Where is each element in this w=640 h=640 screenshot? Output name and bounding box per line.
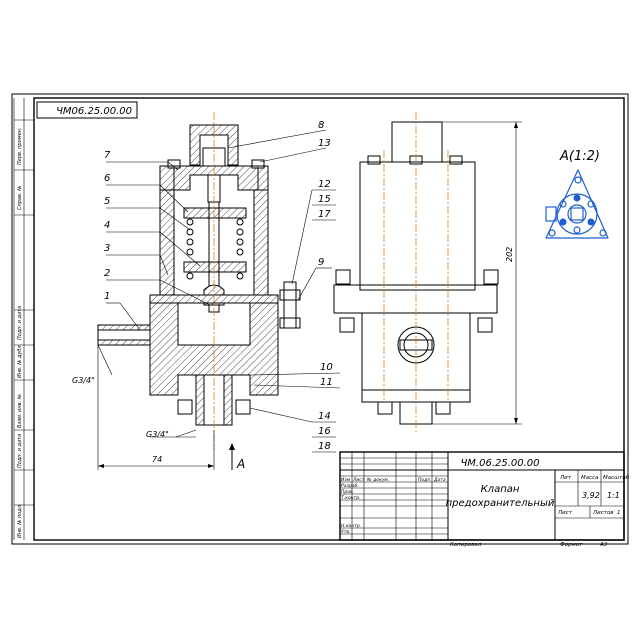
part-number: 11 bbox=[320, 377, 333, 388]
side-label: Справ. № bbox=[17, 186, 23, 210]
row-label: Подп. bbox=[418, 477, 432, 483]
row-label: Пров. bbox=[341, 489, 354, 495]
part-number: 16 bbox=[318, 426, 331, 437]
row-label: Лист bbox=[352, 477, 365, 483]
part-number: 10 bbox=[320, 362, 333, 373]
rotated-designation-stamp: ЧМ06.25.00.00 bbox=[36, 101, 138, 119]
designation: ЧМ.06.25.00.00 bbox=[460, 458, 539, 469]
row-label: Изм bbox=[341, 477, 351, 483]
side-label: Подп. и дата bbox=[17, 306, 23, 340]
view-arrow-label: A bbox=[236, 457, 245, 471]
front-view: 202 bbox=[333, 112, 522, 432]
view-a-label: A(1:2) bbox=[559, 149, 600, 164]
part-number: 18 bbox=[318, 441, 331, 452]
dimension-202: 202 bbox=[505, 247, 514, 262]
copied-label: Копировал bbox=[450, 542, 482, 548]
binding-strip-labels: Перв. примен. Справ. № Подп. и дата Инв.… bbox=[17, 127, 23, 538]
thread-label-outlet: G3/4" bbox=[146, 430, 169, 439]
row-label: Дата bbox=[433, 477, 446, 483]
row-label: № докум. bbox=[366, 477, 389, 483]
scale-value: 1:1 bbox=[607, 491, 620, 500]
row-label: Утв. bbox=[341, 529, 350, 535]
sheet-label: Лист bbox=[557, 510, 573, 516]
col-mass: Масса bbox=[581, 475, 599, 481]
part-number: 12 bbox=[318, 179, 331, 190]
format-label: Формат bbox=[560, 542, 583, 548]
part-number: 5 bbox=[104, 196, 110, 207]
part-number: 2 bbox=[104, 268, 110, 279]
dimensions-left: G3/4" G3/4" 74 A bbox=[72, 345, 245, 471]
title-block: ЧМ.06.25.00.00 Клапан предохранительный … bbox=[339, 451, 630, 548]
side-label: Инв. № подл. bbox=[17, 504, 23, 539]
part-number: 13 bbox=[318, 138, 331, 149]
side-label: Взам. инв. № bbox=[17, 394, 23, 428]
mass-value: 3,92 bbox=[582, 491, 600, 500]
drawing-frame bbox=[11, 93, 629, 545]
part-number: 8 bbox=[318, 120, 324, 131]
side-label: Инв. № дубл. bbox=[17, 344, 23, 378]
col-lit: Лит bbox=[559, 475, 572, 481]
product-name-line1: Клапан bbox=[481, 484, 520, 495]
part-number: 14 bbox=[318, 411, 331, 422]
part-number: 6 bbox=[104, 173, 110, 184]
view-a: A(1:2) bbox=[545, 149, 609, 239]
sectional-view bbox=[97, 112, 301, 450]
leader-lines bbox=[97, 129, 341, 453]
row-label: Н.контр. bbox=[341, 523, 361, 529]
product-name-line2: предохранительный bbox=[446, 498, 555, 509]
col-scale: Масштаб bbox=[603, 475, 630, 481]
part-number: 3 bbox=[104, 243, 110, 254]
part-number: 4 bbox=[104, 220, 110, 231]
part-numbers-left: 8 13 7 6 5 4 3 2 1 bbox=[104, 120, 331, 302]
row-label: Т.контр. bbox=[341, 495, 361, 501]
format-value: А3 bbox=[599, 542, 608, 548]
side-label: Перв. примен. bbox=[17, 127, 23, 165]
part-number: 7 bbox=[104, 150, 111, 161]
side-label: Подп. и дата bbox=[17, 434, 23, 468]
thread-label-inlet: G3/4" bbox=[72, 376, 95, 385]
rotated-designation: ЧМ06.25.00.00 bbox=[56, 106, 132, 117]
sheets-count: 1 bbox=[617, 510, 621, 516]
sheets-label: Листов bbox=[592, 510, 614, 516]
part-number: 15 bbox=[318, 194, 331, 205]
part-number: 1 bbox=[104, 291, 110, 302]
dimension-74: 74 bbox=[152, 455, 162, 464]
part-number: 9 bbox=[318, 257, 324, 268]
part-numbers-right: 12 15 17 9 10 11 14 16 18 bbox=[318, 179, 333, 452]
part-number: 17 bbox=[318, 209, 331, 220]
spring bbox=[186, 218, 244, 280]
row-label: Разраб. bbox=[341, 483, 359, 489]
